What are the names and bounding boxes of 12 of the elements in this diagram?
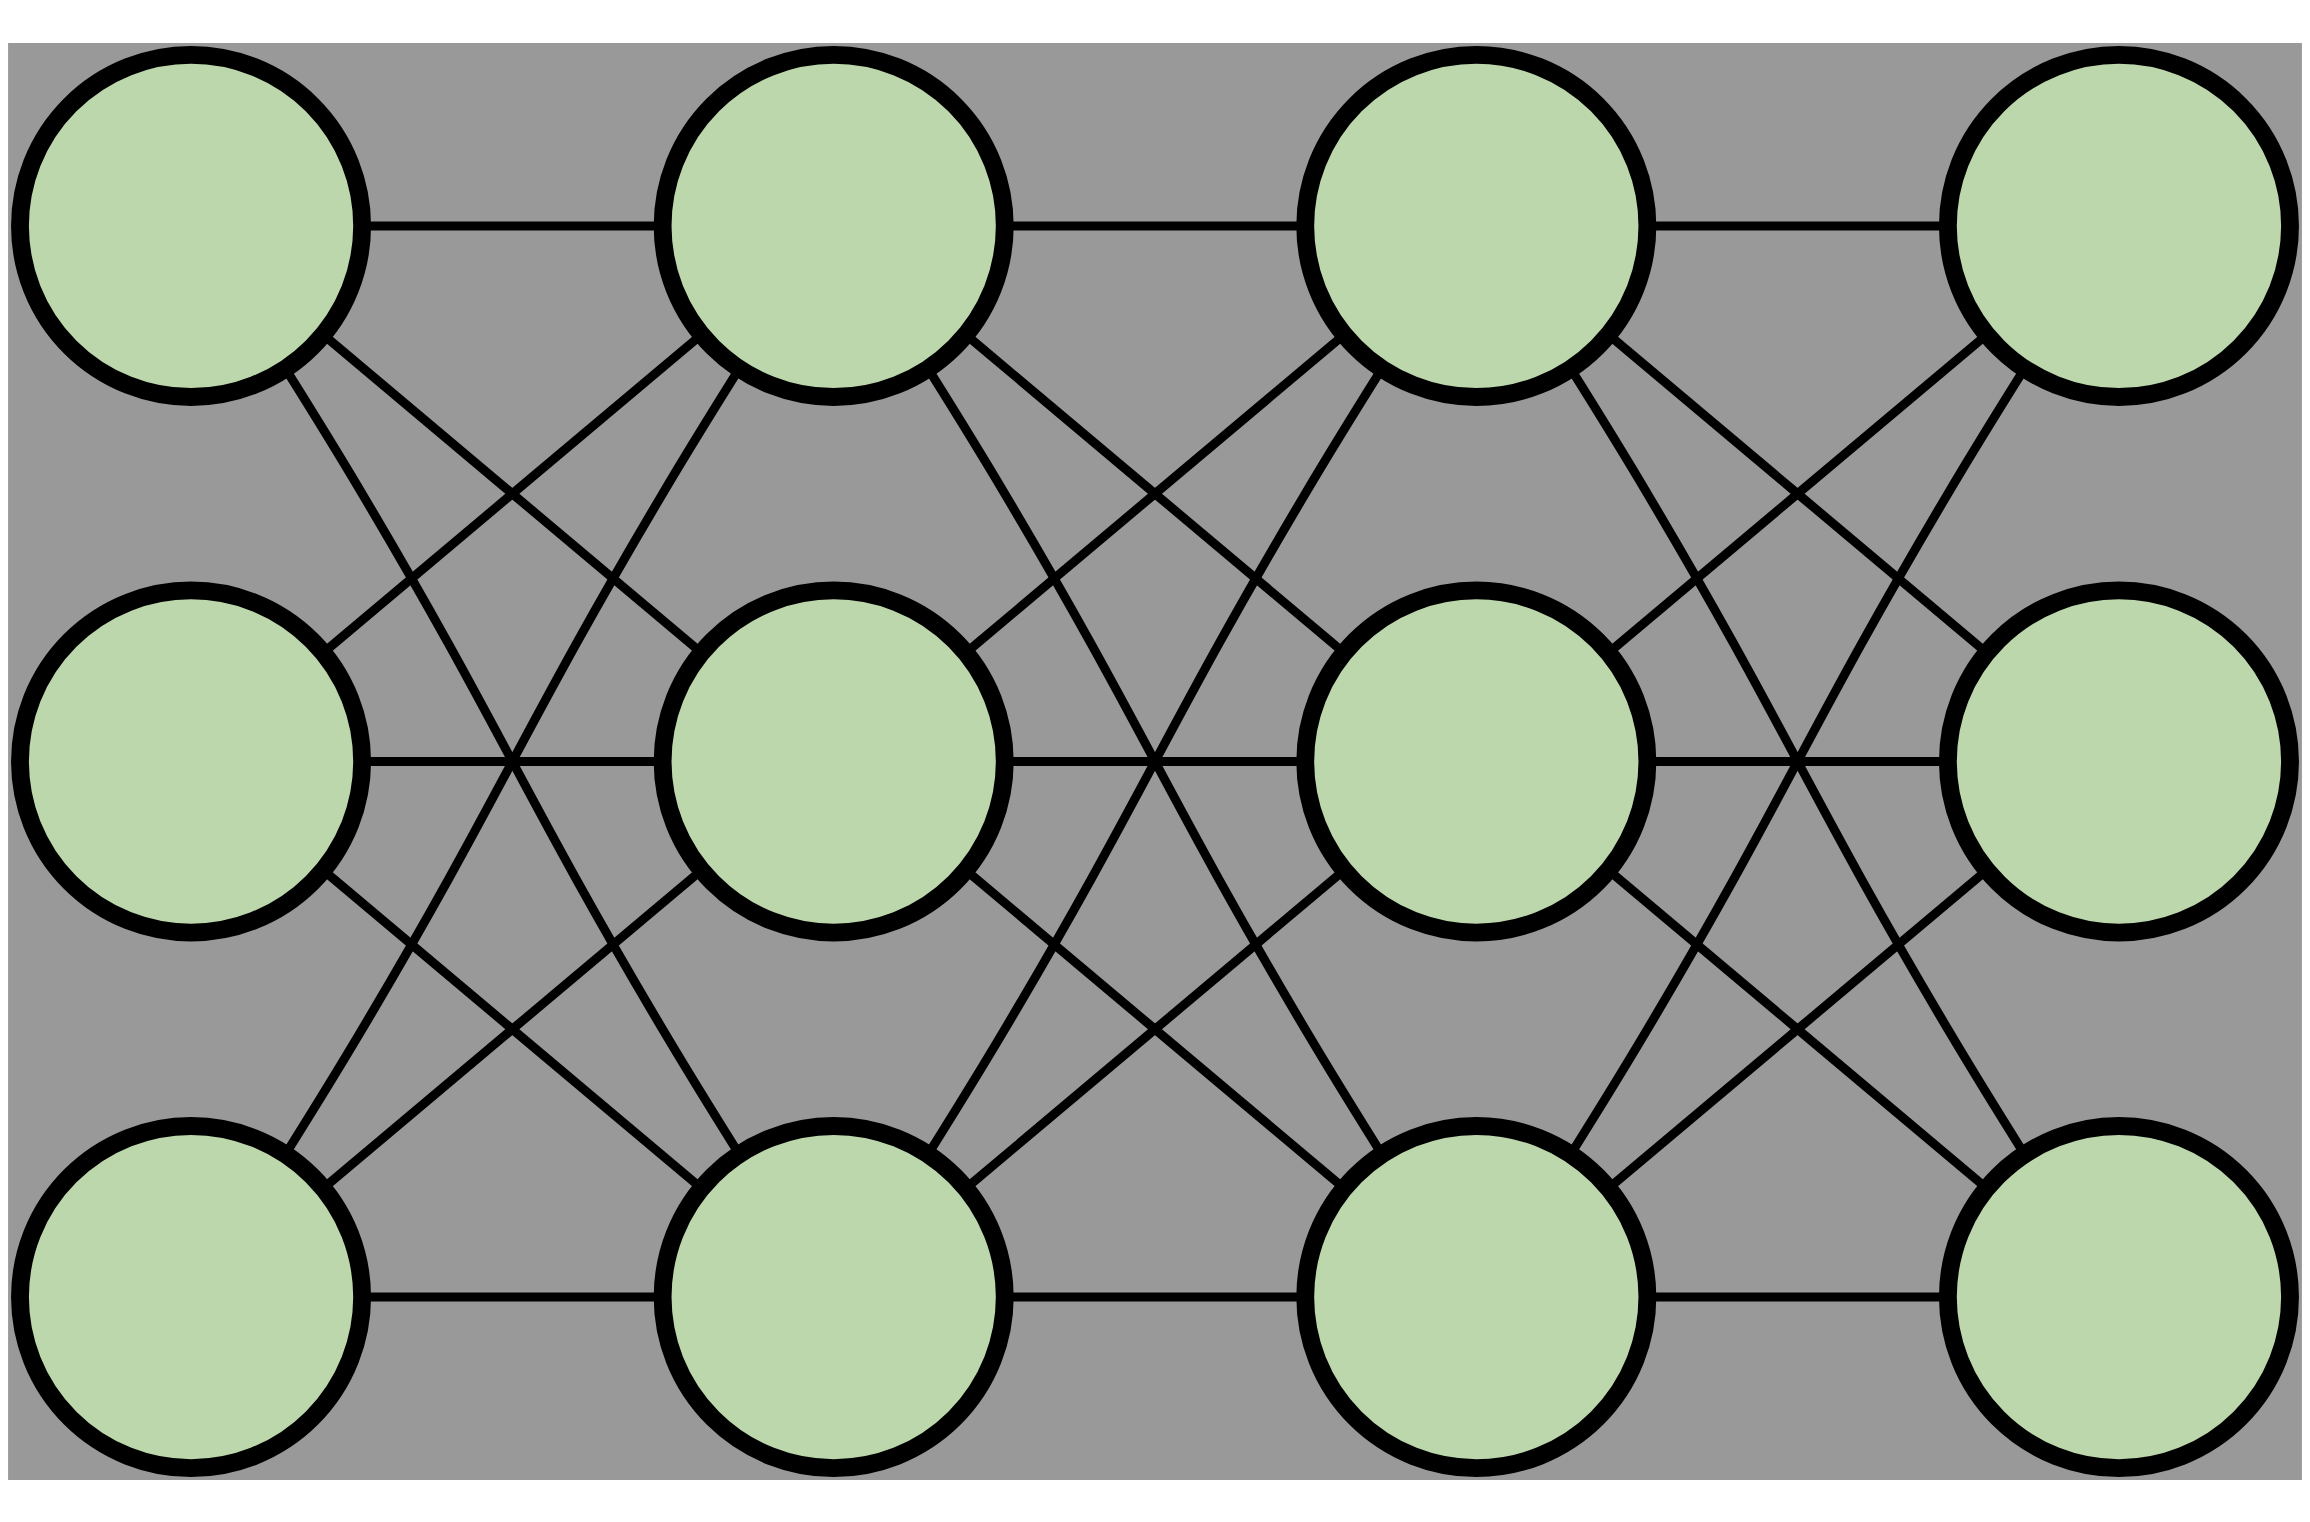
node-circle bbox=[1296, 45, 1657, 406]
node-circle bbox=[653, 45, 1014, 406]
node-circle bbox=[11, 1116, 372, 1477]
node-circle bbox=[1938, 581, 2299, 941]
node-circle bbox=[1938, 1116, 2299, 1477]
node-circle bbox=[1296, 581, 1657, 941]
node-circle bbox=[653, 1116, 1014, 1477]
node-circle bbox=[1938, 45, 2299, 406]
node-circle bbox=[653, 581, 1014, 941]
node-circle bbox=[11, 45, 372, 406]
node-circle bbox=[1296, 1116, 1657, 1477]
node-circle bbox=[11, 581, 372, 941]
